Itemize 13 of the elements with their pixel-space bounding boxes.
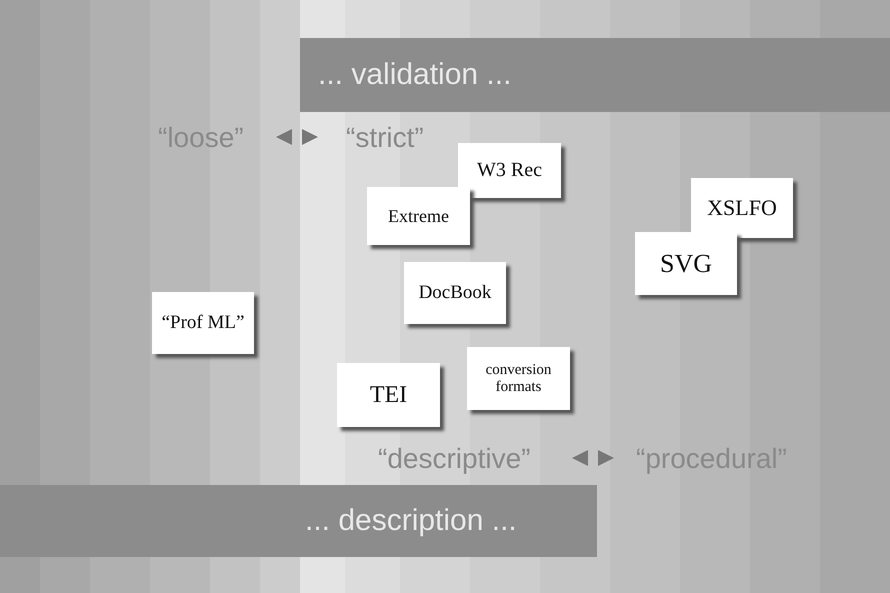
format-card: TEI: [337, 363, 440, 427]
axis-band: ... description ...: [0, 485, 597, 557]
scale-label: “descriptive”: [378, 443, 530, 475]
format-card: conversion formats: [467, 347, 570, 410]
format-card: W3 Rec: [458, 143, 561, 198]
format-card: XSLFO: [691, 178, 793, 238]
axis-band: ... validation ...: [300, 38, 890, 112]
format-card: DocBook: [404, 262, 506, 324]
format-card: SVG: [635, 232, 737, 295]
scale-label: “loose”: [158, 122, 244, 154]
format-card: Extreme: [367, 187, 470, 245]
scale-label: “strict”: [346, 122, 424, 154]
format-card: “Prof ML”: [152, 292, 254, 354]
